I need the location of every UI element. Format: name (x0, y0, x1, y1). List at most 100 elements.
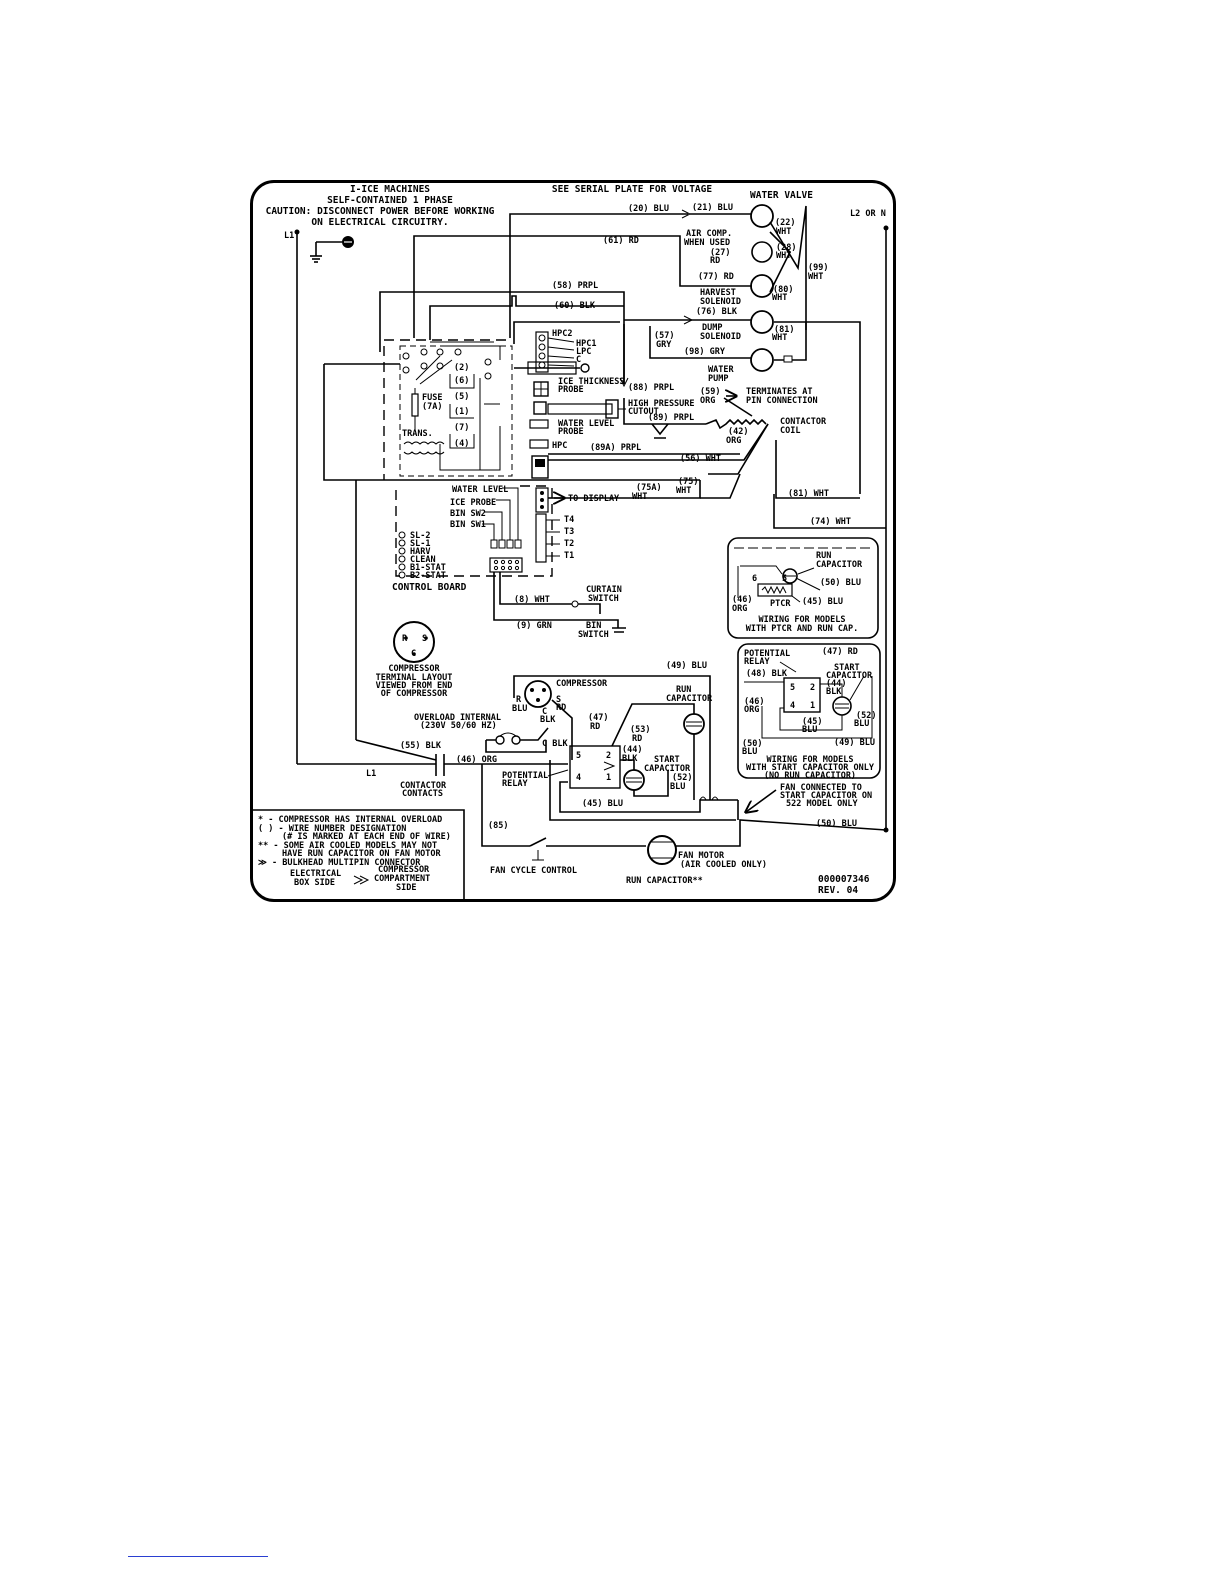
thermistor-connector (535, 513, 547, 563)
wire-44-label: (44) (622, 745, 642, 755)
diagram-frame (250, 180, 896, 902)
led-harv-label: HARV (410, 547, 430, 557)
svg-text:BLU: BLU (670, 782, 685, 792)
wire-85-label: (85) (488, 821, 508, 831)
input-bin-sw2-label: BIN SW2 (450, 509, 486, 519)
led-clean-label: CLEAN (410, 555, 436, 565)
switch-connector (489, 557, 523, 573)
ptcr-wire-45-label: (45) BLU (802, 597, 843, 607)
ice-thickness-label: ICE THICKNESS (558, 377, 625, 387)
svg-text:BLU: BLU (854, 719, 869, 729)
svg-text:C: C (542, 707, 547, 717)
legend-item-3: ** - SOME AIR COOLED MODELS MAY NOT (258, 841, 437, 851)
control-board-label: CONTROL BOARD (392, 582, 467, 593)
fan-motor-symbol (647, 835, 677, 865)
svg-text:5: 5 (576, 751, 581, 761)
inset-wire-45-label: (45) (802, 717, 822, 727)
dump-solenoid-coil (750, 310, 774, 334)
inset-wire-47-label: (47) RD (822, 647, 858, 657)
fan-connected-label: FAN CONNECTED TO (780, 783, 862, 793)
relay-pin-cluster (402, 348, 492, 380)
svg-text:CONTACTS: CONTACTS (402, 789, 443, 799)
svg-text:522 MODEL ONLY: 522 MODEL ONLY (786, 799, 859, 809)
ptcr-run-cap-label: RUN (816, 551, 831, 561)
wire-75-label: (75) (678, 477, 698, 487)
svg-text:6: 6 (752, 574, 757, 584)
svg-text:START CAPACITOR ON: START CAPACITOR ON (780, 791, 872, 801)
footer-rule (128, 1556, 268, 1557)
svg-text:COIL: COIL (780, 426, 800, 436)
high-pressure-cutout-label: HIGH PRESSURE (628, 399, 695, 409)
svg-text:2: 2 (606, 751, 611, 761)
water-valve-coil (750, 204, 774, 228)
svg-text:BLU: BLU (512, 704, 527, 714)
wire-52-label: (52) (672, 773, 692, 783)
svg-text:RD: RD (590, 722, 600, 732)
start-capacitor-label: START (654, 755, 680, 765)
svg-text:BLU: BLU (802, 725, 817, 735)
svg-text:(81): (81) (774, 325, 794, 335)
ptcr-wire-50-label: (50) BLU (820, 578, 861, 588)
overload-symbol (486, 727, 549, 741)
svg-text:CAPACITOR: CAPACITOR (666, 694, 713, 704)
wire-45-label: (45) BLU (582, 799, 623, 809)
relay-1-label: (1) (454, 407, 469, 417)
wire-42-label: (42) (728, 427, 748, 437)
svg-text:WITH PTCR AND RUN CAP.: WITH PTCR AND RUN CAP. (746, 624, 859, 634)
thermistor-t4-label: T4 (564, 515, 574, 525)
wire-76-label: (76) BLK (696, 307, 738, 317)
svg-text:ORG: ORG (700, 396, 715, 406)
to-display-label: TO DISPLAY (568, 494, 620, 504)
wire-58-label: (58) PRPL (552, 281, 598, 291)
relay-6-label: (6) (454, 376, 469, 386)
svg-text:(# IS MARKED AT EACH END OF WI: (# IS MARKED AT EACH END OF WIRE) (282, 832, 451, 842)
wire-50-label: (50) BLU (816, 819, 857, 829)
svg-text:CAPACITOR: CAPACITOR (826, 671, 873, 681)
harvest-solenoid-coil (750, 274, 774, 298)
inset-start-cap-symbol (832, 696, 852, 716)
start-capacitor-symbol (623, 769, 645, 791)
run-capacitor-label: RUN (676, 685, 691, 695)
svg-text:1: 1 (810, 701, 815, 711)
inset-wire-52-label: (52) (856, 711, 876, 721)
wire-89-label: (89) PRPL (648, 413, 694, 423)
caution-line-1: CAUTION: DISCONNECT POWER BEFORE WORKING (266, 206, 495, 217)
legend-box-side: ELECTRICAL (290, 869, 341, 879)
svg-text:5: 5 (782, 574, 787, 584)
svg-text:WHT: WHT (772, 293, 787, 303)
wire-55-label: (55) BLK (400, 741, 442, 751)
svg-text:ORG: ORG (726, 436, 741, 446)
wire-99-label: (99) (808, 263, 828, 273)
svg-text:2: 2 (810, 683, 815, 693)
led-sl1-label: SL-1 (410, 539, 430, 549)
inset-relay-box (783, 677, 821, 713)
fan-motor-label: FAN MOTOR (678, 851, 725, 861)
wire-61-label: (61) RD (603, 236, 639, 246)
legend-item-1: * - COMPRESSOR HAS INTERNAL OVERLOAD (258, 815, 442, 825)
svg-text:BLU: BLU (742, 747, 757, 757)
ptcr-caption: WIRING FOR MODELS (759, 615, 846, 625)
led-sl2-label: SL-2 (410, 531, 430, 541)
legend-item-2: ( ) - WIRE NUMBER DESIGNATION (258, 824, 406, 834)
svg-text:RD: RD (710, 256, 720, 266)
compressor-label: COMPRESSOR (556, 679, 608, 689)
input-water-level-label: WATER LEVEL (452, 485, 508, 495)
svg-text:BLK: BLK (622, 754, 638, 764)
water-pump-motor (750, 348, 774, 372)
wire-77-label: (77) RD (698, 272, 734, 282)
svg-text:TERMINAL LAYOUT: TERMINAL LAYOUT (376, 673, 453, 683)
fan-cycle-control-label: FAN CYCLE CONTROL (490, 866, 577, 876)
led-b1stat-label: B1-STAT (410, 563, 446, 573)
svg-text:WHT: WHT (808, 272, 823, 282)
svg-text:C BLK: C BLK (542, 739, 568, 749)
compressor-terminal-layout (393, 621, 435, 663)
svg-text:CUTOUT: CUTOUT (628, 407, 659, 417)
inset-potential-relay-label: POTENTIAL (744, 649, 790, 659)
wire-89a-label: (89A) PRPL (590, 443, 641, 453)
wire-98-label: (98) GRY (684, 347, 726, 357)
svg-text:WHT: WHT (776, 251, 791, 261)
wire-46-label: (46) ORG (456, 755, 497, 765)
wire-57-label: (57) (654, 331, 674, 341)
svg-text:WHT: WHT (772, 333, 787, 343)
compressor-terminal-label: COMPRESSOR (388, 664, 440, 674)
